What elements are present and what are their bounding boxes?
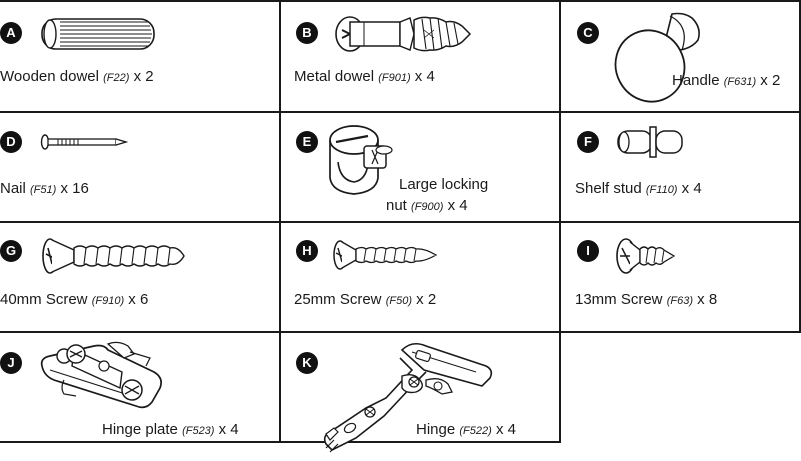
grid-line — [0, 221, 801, 223]
part-quantity: x 4 — [414, 68, 435, 85]
grid-line — [799, 0, 801, 333]
screw-25mm-icon — [332, 238, 442, 277]
part-quantity: x 16 — [60, 180, 89, 197]
grid-line — [559, 0, 561, 443]
part-quantity: x 4 — [681, 180, 702, 197]
part-name: 40mm Screw — [0, 291, 88, 308]
part-name-line2: nut — [386, 197, 407, 214]
screw-40mm-icon — [40, 236, 190, 281]
part-name: 25mm Screw — [294, 291, 382, 308]
part-code: (F51) — [30, 184, 57, 196]
part-label: Large locking — [399, 176, 488, 193]
part-name: Hinge — [416, 421, 456, 438]
part-quantity: x 2 — [416, 291, 437, 308]
part-name: Wooden dowel — [0, 68, 99, 85]
part-quantity: x 8 — [697, 291, 718, 308]
part-quantity: x 2 — [760, 72, 781, 89]
part-name: Metal dowel — [294, 68, 375, 85]
part-label: Hinge (F522) x 4 — [416, 421, 516, 438]
shelf-stud-icon — [614, 125, 688, 164]
part-label: Nail (F51) x 16 — [0, 180, 89, 197]
hinge-icon — [316, 336, 496, 461]
part-letter-badge: K — [296, 352, 318, 374]
part-label: Handle (F631) x 2 — [672, 72, 780, 89]
part-code: (F110) — [645, 184, 678, 196]
part-quantity: x 6 — [128, 291, 149, 308]
grid-line — [0, 0, 801, 2]
hinge-plate-icon — [34, 336, 174, 421]
part-letter-badge: B — [296, 22, 318, 44]
part-letter-badge: J — [0, 352, 22, 374]
part-name: Shelf stud — [575, 180, 642, 197]
part-letter-badge: F — [577, 131, 599, 153]
part-label: Wooden dowel (F22) x 2 — [0, 68, 154, 85]
part-code: (F523) — [182, 425, 215, 437]
part-label: Hinge plate (F523) x 4 — [102, 421, 239, 438]
part-name: Nail — [0, 180, 26, 197]
part-code: (F50) — [385, 295, 412, 307]
part-letter-badge: I — [577, 240, 599, 262]
part-code: (F900) — [411, 201, 444, 213]
grid-line — [0, 331, 801, 333]
part-label: 25mm Screw (F50) x 2 — [294, 291, 436, 308]
part-letter-badge: G — [0, 240, 22, 262]
part-code: (F631) — [723, 76, 757, 88]
part-letter-badge: E — [296, 131, 318, 153]
grid-line — [279, 0, 281, 443]
part-label: Metal dowel (F901) x 4 — [294, 68, 435, 85]
nail-icon — [40, 134, 130, 155]
grid-line — [0, 111, 801, 113]
part-letter-badge: D — [0, 131, 22, 153]
part-label: 40mm Screw (F910) x 6 — [0, 291, 148, 308]
handle-icon — [610, 10, 710, 111]
part-letter-badge: A — [0, 22, 22, 44]
part-name: Hinge plate — [102, 421, 178, 438]
part-code: (F522) — [459, 425, 492, 437]
part-label: nut (F900) x 4 — [386, 197, 468, 214]
part-name: Handle — [672, 72, 720, 89]
part-label: Shelf stud (F110) x 4 — [575, 180, 702, 197]
part-quantity: x 4 — [218, 421, 239, 438]
part-code: (F901) — [378, 72, 411, 84]
part-quantity: x 4 — [495, 421, 516, 438]
part-code: (F22) — [103, 72, 130, 84]
wooden-dowel-icon — [38, 16, 158, 57]
part-code: (F910) — [91, 295, 125, 307]
part-name: Large locking — [399, 176, 489, 193]
locking-nut-icon — [328, 118, 398, 203]
part-name: 13mm Screw — [575, 291, 663, 308]
screw-13mm-icon — [614, 236, 678, 281]
metal-dowel-icon — [330, 12, 480, 61]
part-code: (F63) — [666, 295, 693, 307]
part-label: 13mm Screw (F63) x 8 — [575, 291, 717, 308]
part-quantity: x 2 — [133, 68, 154, 85]
part-letter-badge: H — [296, 240, 318, 262]
part-quantity: x 4 — [447, 197, 468, 214]
part-letter-badge: C — [577, 22, 599, 44]
